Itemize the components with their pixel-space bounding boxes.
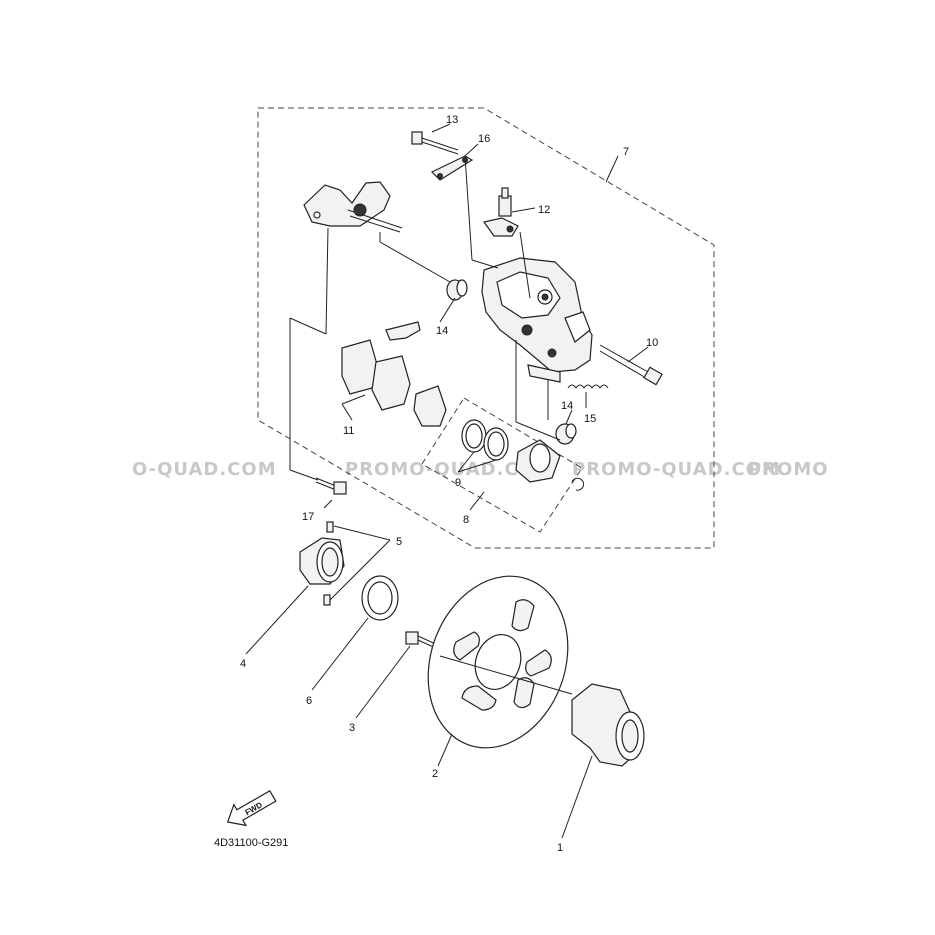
bolt-17 [315, 477, 347, 495]
callout-7: 7 [623, 146, 629, 158]
circlip [571, 477, 585, 491]
fwd-arrow-icon: FWD [226, 789, 277, 827]
piston-seals [461, 419, 509, 461]
callout-1: 1 [557, 842, 563, 854]
callout-14-upper: 14 [436, 325, 448, 337]
callout-10: 10 [646, 337, 658, 349]
callout-15: 15 [584, 413, 596, 425]
bolt-3 [405, 631, 441, 651]
plate-6 [361, 575, 399, 621]
watermark-4: PROMO [748, 459, 829, 480]
spring-15 [567, 384, 609, 389]
callout-12: 12 [538, 204, 550, 216]
callout-14-lower: 14 [561, 400, 573, 412]
bolt-10 [599, 344, 663, 386]
watermark-3: PROMO-QUAD.COM [572, 459, 781, 480]
leader-lines [245, 123, 649, 839]
bleed-screw [482, 187, 519, 237]
brake-pads [341, 321, 447, 427]
callout-17: 17 [302, 511, 314, 523]
callout-8: 8 [463, 514, 469, 526]
hub-1 [571, 683, 645, 767]
callout-3: 3 [349, 722, 355, 734]
caliper-bracket [303, 181, 403, 233]
boot-14-upper [446, 279, 468, 301]
callouts: 1 2 3 4 5 6 7 8 9 10 11 12 13 14 14 15 1… [240, 114, 658, 854]
callout-5: 5 [396, 536, 402, 548]
collar-4 [299, 537, 345, 585]
brake-disc [427, 575, 569, 749]
callout-11: 11 [343, 425, 354, 437]
callout-16: 16 [478, 133, 490, 145]
caliper-body [481, 257, 593, 383]
callout-9: 9 [455, 477, 461, 489]
callout-13: 13 [446, 114, 458, 126]
caliper-assembly-outline [257, 107, 715, 549]
lock-plate-16 [430, 155, 474, 181]
piston [515, 439, 561, 483]
callout-2: 2 [432, 768, 438, 780]
watermark-1: O-QUAD.COM [132, 459, 277, 480]
boot-14-lower [555, 423, 577, 445]
diagram-code: 4D31100-G291 [214, 837, 288, 849]
watermark-2: PROMO-QUAD.COM [345, 459, 554, 480]
bolt-13 [411, 131, 459, 155]
callout-4: 4 [240, 658, 246, 670]
callout-6: 6 [306, 695, 312, 707]
set-screws-5 [323, 521, 334, 606]
disc-axis-line [439, 655, 573, 695]
